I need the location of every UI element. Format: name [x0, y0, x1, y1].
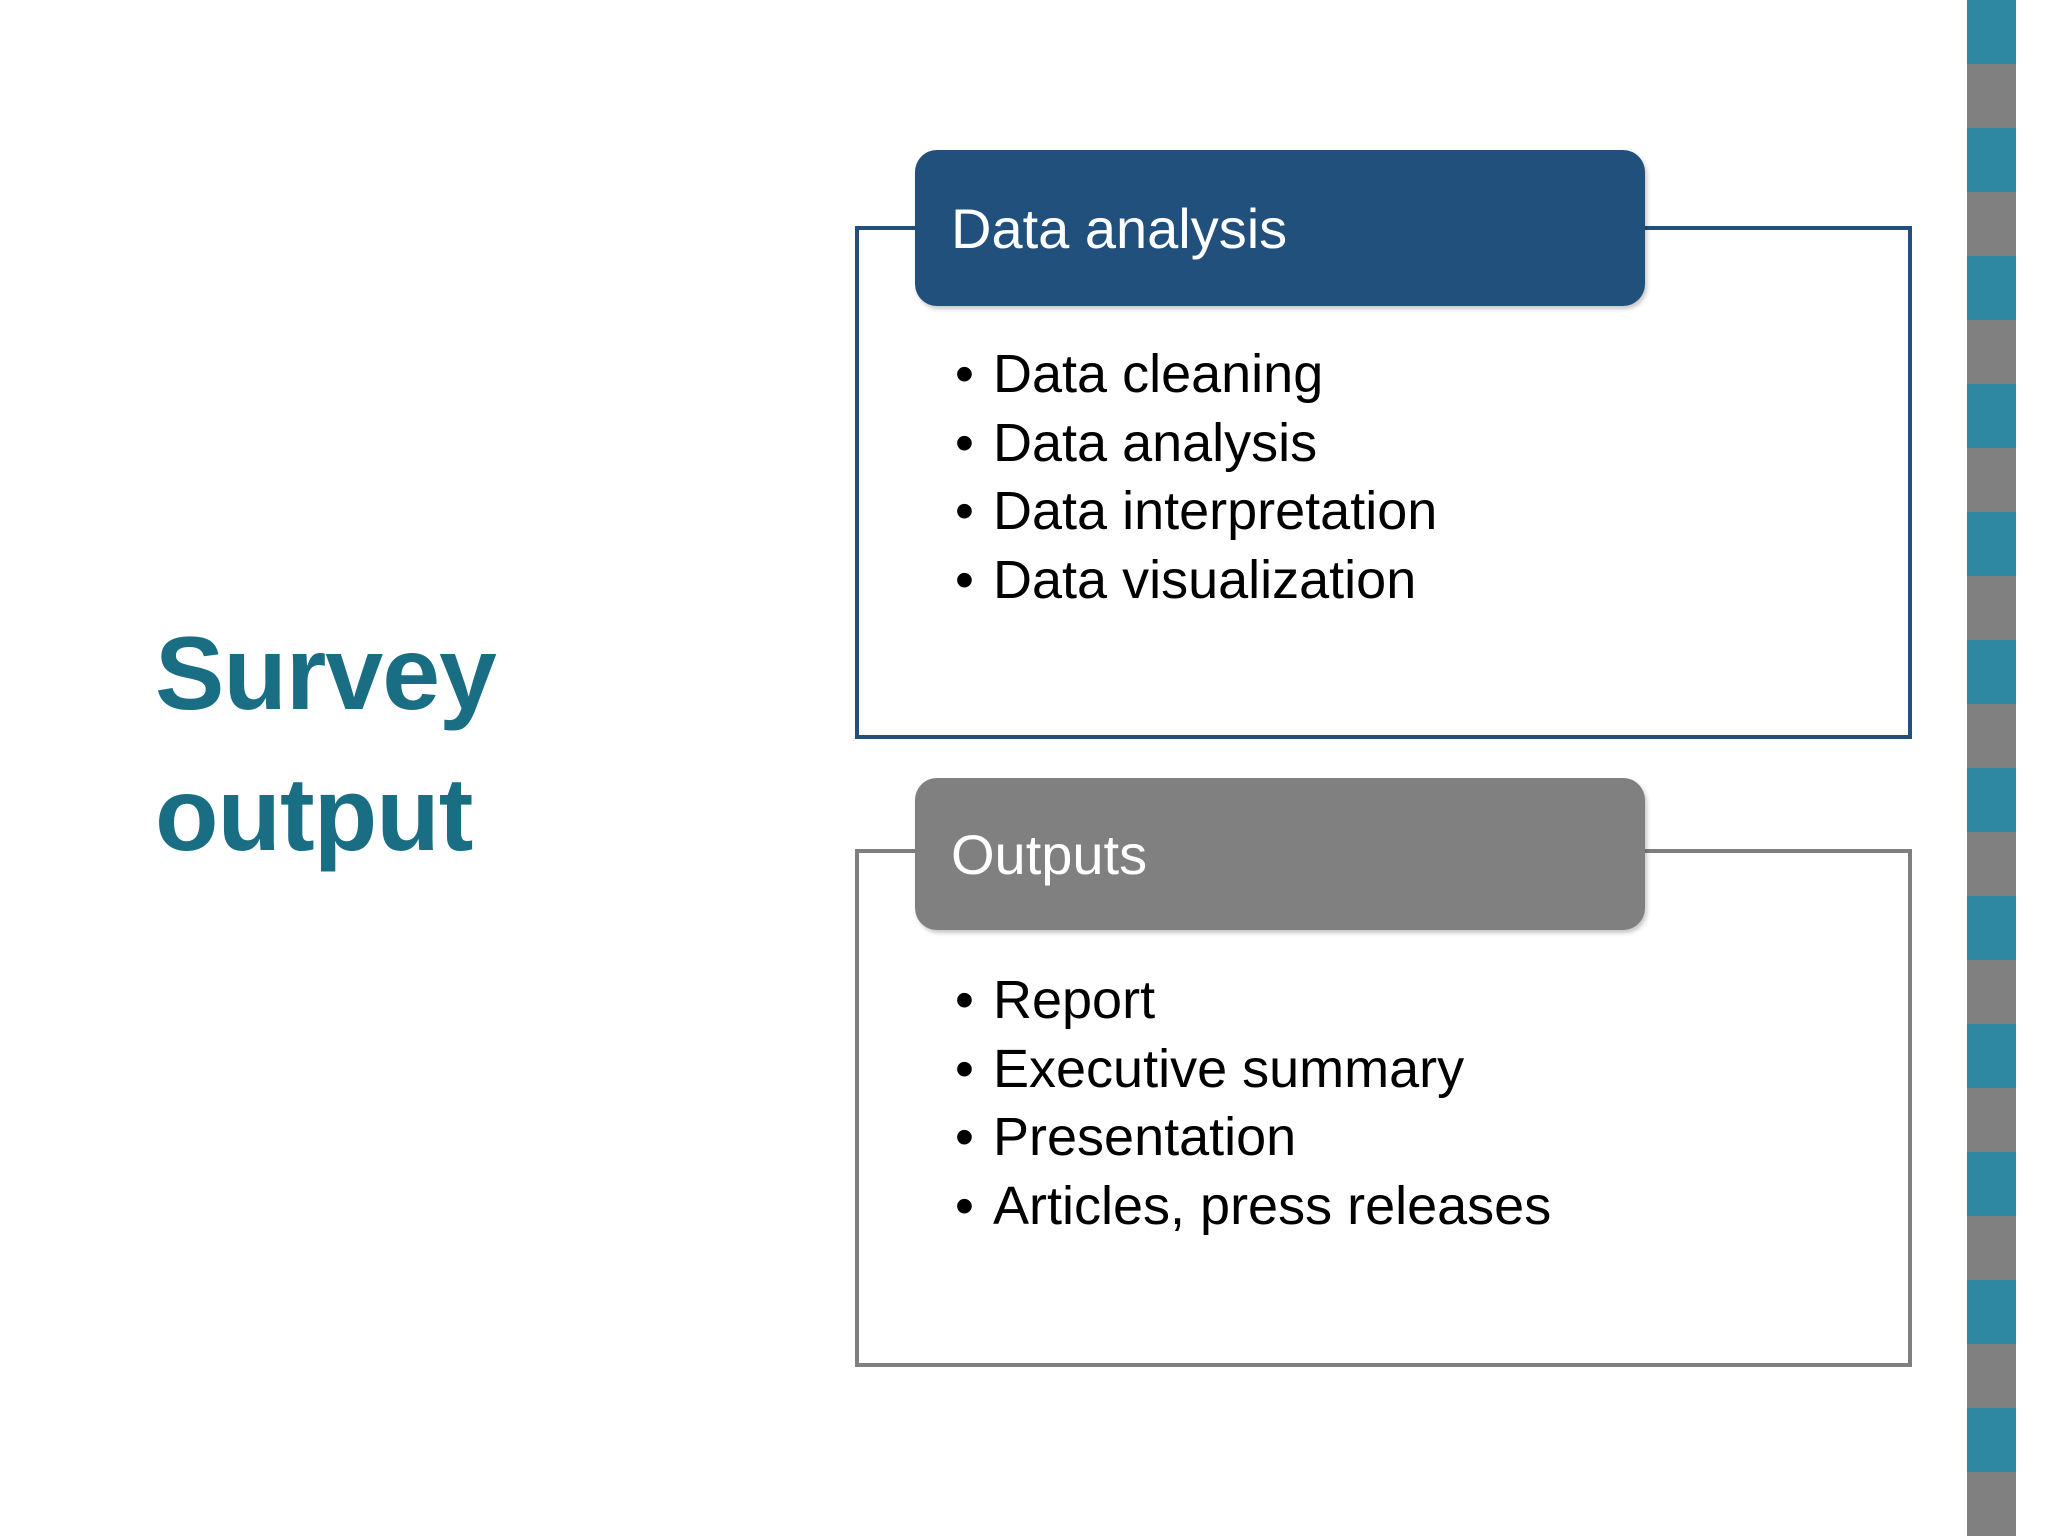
stripe-block-gray [1967, 64, 2016, 128]
bullet-icon: • [955, 970, 974, 1030]
stripe-block-gray [1967, 704, 2016, 768]
list-item: • Executive summary [955, 1035, 1551, 1104]
stripe-block-teal [1967, 384, 2016, 448]
stripe-block-gray [1967, 1216, 2016, 1280]
stripe-block-teal [1967, 1024, 2016, 1088]
outputs-header-chip[interactable]: Outputs [915, 778, 1645, 930]
list-item: • Data visualization [955, 546, 1437, 615]
stripe-block-gray [1967, 192, 2016, 256]
list-item: • Data cleaning [955, 340, 1437, 409]
bullet-icon: • [955, 1107, 974, 1168]
list-item-label: Data cleaning [993, 344, 1324, 404]
stripe-block-teal [1967, 1408, 2016, 1472]
data-analysis-header-chip[interactable]: Data analysis [915, 150, 1645, 306]
list-item-label: Articles, press releases [993, 1175, 1552, 1236]
bullet-icon: • [955, 549, 974, 610]
stripe-block-gray [1967, 320, 2016, 384]
data-analysis-outline-box [855, 226, 1912, 739]
list-item-label: Presentation [993, 1107, 1297, 1168]
stripe-block-teal [1967, 1280, 2016, 1344]
stripe-block-gray [1967, 832, 2016, 896]
stripe-block-gray [1967, 448, 2016, 512]
stripe-block-teal [1967, 768, 2016, 832]
data-analysis-header-label: Data analysis [951, 196, 1288, 260]
list-item-label: Data visualization [993, 549, 1417, 610]
bullet-icon: • [955, 1038, 974, 1099]
list-item: • Report [955, 966, 1551, 1035]
outputs-outline-box [855, 849, 1912, 1367]
bullet-icon: • [955, 481, 974, 542]
page-title: Survey output [155, 616, 497, 874]
outputs-bullet-list: • Report • Executive summary • Presentat… [955, 966, 1551, 1240]
right-edge-stripe [1967, 0, 2016, 1536]
list-item: • Data interpretation [955, 477, 1437, 546]
bullet-icon: • [955, 412, 974, 473]
stripe-block-gray [1967, 1472, 2016, 1536]
stripe-block-teal [1967, 0, 2016, 64]
stripe-block-teal [1967, 1152, 2016, 1216]
list-item: • Presentation [955, 1103, 1551, 1172]
stripe-block-gray [1967, 1344, 2016, 1408]
stripe-block-teal [1967, 512, 2016, 576]
stripe-block-teal [1967, 256, 2016, 320]
stripe-block-teal [1967, 896, 2016, 960]
stripe-block-teal [1967, 128, 2016, 192]
stripe-block-gray [1967, 960, 2016, 1024]
bullet-icon: • [955, 1175, 974, 1236]
list-item: • Data analysis [955, 409, 1437, 478]
stripe-block-teal [1967, 640, 2016, 704]
list-item-label: Report [993, 970, 1156, 1030]
list-item-label: Data interpretation [993, 481, 1438, 542]
stripe-block-gray [1967, 576, 2016, 640]
stripe-block-gray [1967, 1088, 2016, 1152]
bullet-icon: • [955, 344, 974, 404]
list-item: • Articles, press releases [955, 1172, 1551, 1241]
list-item-label: Data analysis [993, 412, 1318, 473]
list-item-label: Executive summary [993, 1038, 1465, 1099]
outputs-header-label: Outputs [951, 822, 1148, 886]
data-analysis-bullet-list: • Data cleaning • Data analysis • Data i… [955, 340, 1437, 614]
